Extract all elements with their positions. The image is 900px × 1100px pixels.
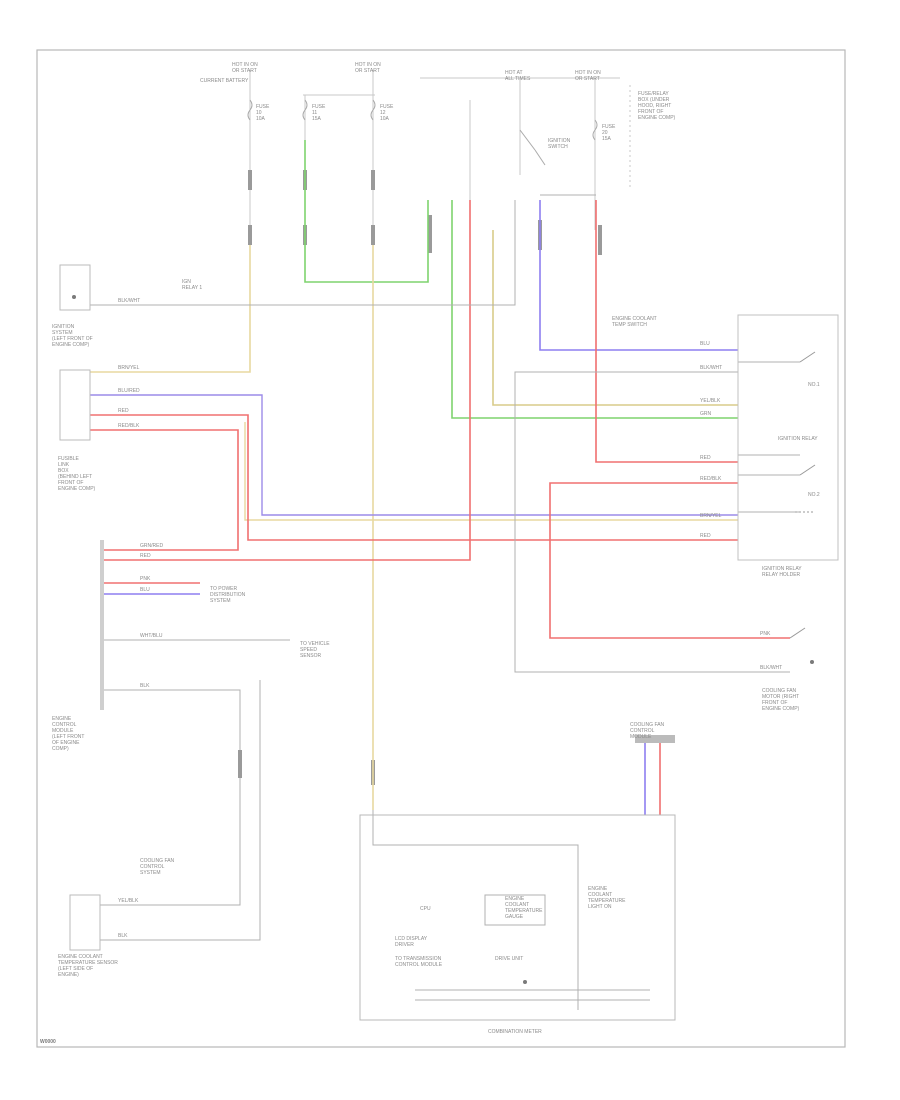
wire-label-1: BRN/YEL <box>118 365 140 371</box>
wire-red-1 <box>90 414 738 541</box>
wire-blue-2 <box>90 394 738 516</box>
left-relay-box <box>59 264 91 311</box>
diagram-frame <box>36 49 846 1048</box>
wire-tan-1 <box>90 245 251 373</box>
wire-label-2: BLU/RED <box>118 388 140 394</box>
wire-green-2 <box>451 200 738 419</box>
fusible-link-box <box>59 369 91 441</box>
wire-label-22: BLK <box>118 933 128 939</box>
page-code: W0000 <box>40 1039 56 1045</box>
relay-sw1-label: NO.1 <box>808 382 820 388</box>
meter-out-label: DRIVE UNIT <box>495 956 523 962</box>
wire-red-4 <box>595 200 738 463</box>
wire-label-15: GRN/RED <box>140 543 163 549</box>
wire-label-4: RED/BLK <box>118 423 140 429</box>
wire-label-23: BLK/WHT <box>118 298 140 304</box>
fuse-tag-battery: CURRENT BATTERY <box>200 78 249 84</box>
wire-label-12: PNK <box>760 631 771 637</box>
meter-cpu-label: CPU <box>420 906 431 912</box>
fuse-supply-group <box>249 70 631 230</box>
relay-switches <box>789 351 816 639</box>
wire-label-5: BLU <box>700 341 710 347</box>
wire-red-5 <box>549 482 790 639</box>
wire-label-10: BRN/YEL <box>700 513 722 519</box>
wire-label-14: BLK/WHT <box>700 365 722 371</box>
wire-tan-3 <box>492 230 738 406</box>
wire-label-6: YEL/BLK <box>700 398 721 404</box>
connector-blocks <box>238 170 602 785</box>
wire-gray-group <box>90 194 800 1010</box>
fuse-symbols <box>247 99 598 166</box>
wire-green-1 <box>304 140 429 283</box>
wire-label-16: RED <box>140 553 151 559</box>
relay-top-label: IGNITION RELAY <box>778 436 818 442</box>
wire-label-13: BLK/WHT <box>760 665 782 671</box>
combination-meter-label: COMBINATION METER <box>488 1029 542 1035</box>
wire-label-19: WHT/BLU <box>140 633 163 639</box>
wire-label-18: BLU <box>140 587 150 593</box>
relay-box <box>737 314 839 561</box>
wire-label-9: RED/BLK <box>700 476 722 482</box>
wire-red-3 <box>100 200 471 561</box>
wire-label-17: PNK <box>140 576 151 582</box>
relay-sw2-label: NO.2 <box>808 492 820 498</box>
wire-red-2 <box>90 429 239 551</box>
wire-label-21: YEL/BLK <box>118 898 139 904</box>
wire-label-20: BLK <box>140 683 150 689</box>
wire-label-8: RED <box>700 455 711 461</box>
wire-blue-1 <box>539 200 738 351</box>
ground-icon <box>72 295 814 984</box>
meter-internal-lines <box>415 894 650 1001</box>
right-fan-connector <box>635 735 675 743</box>
wire-label-3: RED <box>118 408 129 414</box>
wire-label-7: GRN <box>700 411 712 417</box>
wire-tan-4 <box>244 422 738 521</box>
wire-label-11: RED <box>700 533 711 539</box>
combination-meter-box <box>359 814 676 1021</box>
sensor-box <box>69 894 101 951</box>
ecm-box <box>100 540 104 710</box>
